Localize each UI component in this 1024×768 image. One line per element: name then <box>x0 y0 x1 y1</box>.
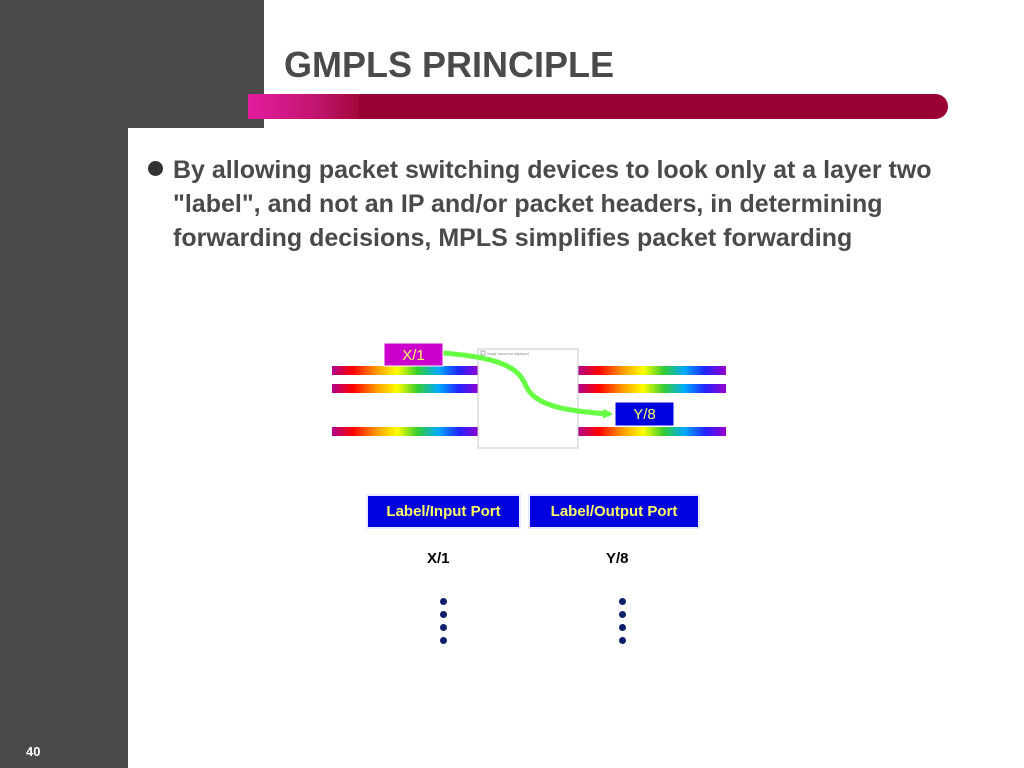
ellipsis-dot <box>619 611 626 618</box>
bullet-dot-icon <box>148 161 163 176</box>
ellipsis-dot <box>619 637 626 644</box>
header-dark-block <box>128 0 264 128</box>
input-label-tag: X/1 <box>383 342 444 367</box>
ellipsis-dot <box>619 598 626 605</box>
slide-title: GMPLS PRINCIPLE <box>284 44 615 85</box>
title-accent-bar <box>248 94 948 119</box>
fiber-out-2 <box>578 384 726 393</box>
table-header-output: Label/Output Port <box>528 494 700 529</box>
output-label-tag: Y/8 <box>614 401 675 427</box>
table-cell-input: X/1 <box>427 550 450 567</box>
fiber-in-2 <box>332 384 480 393</box>
label-swap-arrow <box>442 350 613 419</box>
sidebar-panel <box>0 0 128 768</box>
switch-caption: Image cannot be displayed <box>487 352 529 356</box>
fiber-out-1 <box>578 366 726 375</box>
content-rounded-corner <box>128 128 208 208</box>
title-accent-notch <box>248 94 359 119</box>
table-header-input: Label/Input Port <box>366 494 521 529</box>
ellipsis-output-column <box>619 598 626 650</box>
switch-box: Image cannot be displayed <box>477 348 579 449</box>
table-cell-output: Y/8 <box>606 550 629 567</box>
output-label-text: Y/8 <box>633 406 656 423</box>
fiber-out-3 <box>578 427 726 436</box>
page-number: 40 <box>26 744 41 759</box>
bullet-text: By allowing packet switching devices to … <box>173 156 932 252</box>
ellipsis-dot <box>440 624 447 631</box>
ellipsis-dot <box>440 611 447 618</box>
ellipsis-input-column <box>440 598 447 650</box>
ellipsis-dot <box>440 637 447 644</box>
ellipsis-dot <box>619 624 626 631</box>
ellipsis-dot <box>440 598 447 605</box>
fiber-in-3 <box>332 427 480 436</box>
input-label-text: X/1 <box>402 347 425 364</box>
broken-image-icon <box>480 350 486 356</box>
fiber-in-1 <box>332 366 480 375</box>
